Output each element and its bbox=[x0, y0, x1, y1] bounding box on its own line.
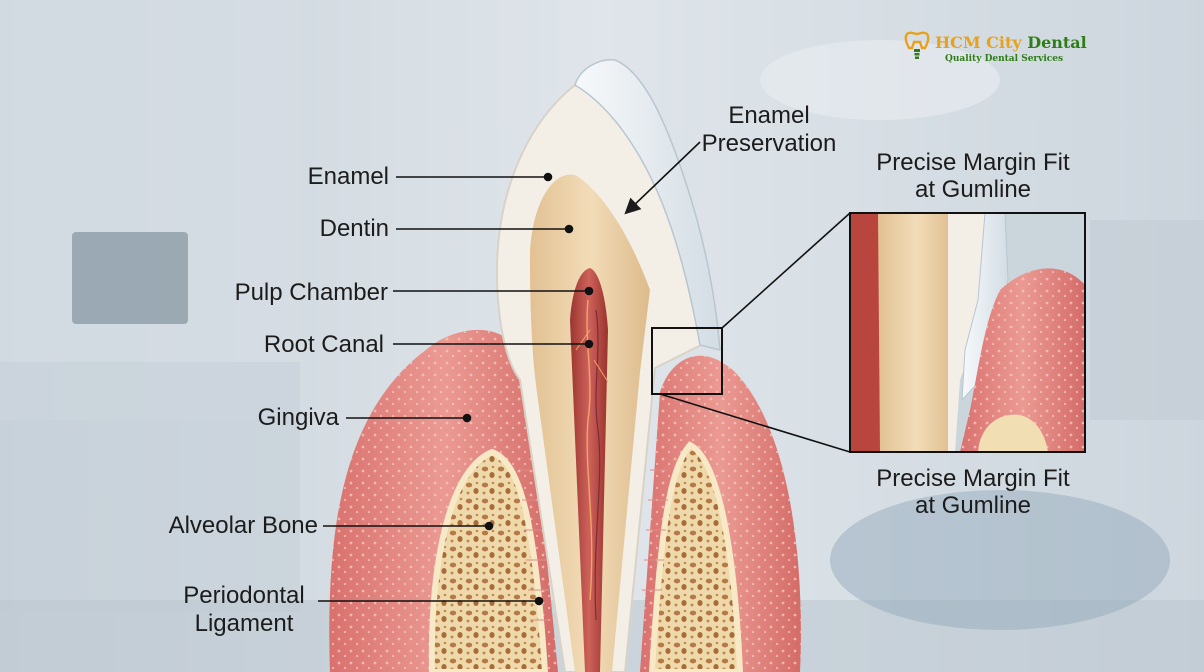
zoom-connector-top bbox=[721, 212, 851, 329]
label-alveolar-bone: Alveolar Bone bbox=[168, 512, 318, 539]
label-dentin: Dentin bbox=[319, 215, 389, 242]
alveolar-bone bbox=[428, 441, 744, 672]
magnified-inset bbox=[849, 212, 1086, 453]
veneer-shell bbox=[574, 59, 721, 351]
periodontal-ligament bbox=[520, 469, 668, 621]
zoom-connector-bottom bbox=[659, 393, 851, 453]
label-root-canal: Root Canal bbox=[263, 331, 384, 358]
zoom-focus-box bbox=[651, 327, 723, 395]
label-periodontal-line2: Ligament bbox=[194, 610, 294, 637]
label-enamel: Enamel bbox=[307, 163, 389, 190]
brand-tagline: Quality Dental Services bbox=[945, 54, 1064, 64]
label-gingiva: Gingiva bbox=[257, 404, 339, 431]
label-pulp-chamber: Pulp Chamber bbox=[234, 279, 388, 306]
label-margin-bottom-line1: Precise Margin Fit bbox=[876, 465, 1070, 492]
label-margin-top-line1: Precise Margin Fit bbox=[876, 149, 1070, 176]
brand-name: HCM City Dental bbox=[935, 33, 1087, 52]
brand-name-part1: HCM City bbox=[935, 33, 1022, 52]
label-periodontal-line1: Periodontal bbox=[183, 582, 305, 609]
leader-lines bbox=[318, 141, 701, 606]
brand-name-part2: Dental bbox=[1027, 33, 1087, 52]
label-margin-bottom-line2: at Gumline bbox=[914, 492, 1032, 519]
label-margin-top-line2: at Gumline bbox=[914, 176, 1032, 203]
label-enamel-preservation-line1: Enamel bbox=[728, 102, 810, 129]
tooth-implant-icon bbox=[904, 31, 930, 59]
label-enamel-preservation-line2: Preservation bbox=[701, 130, 837, 157]
